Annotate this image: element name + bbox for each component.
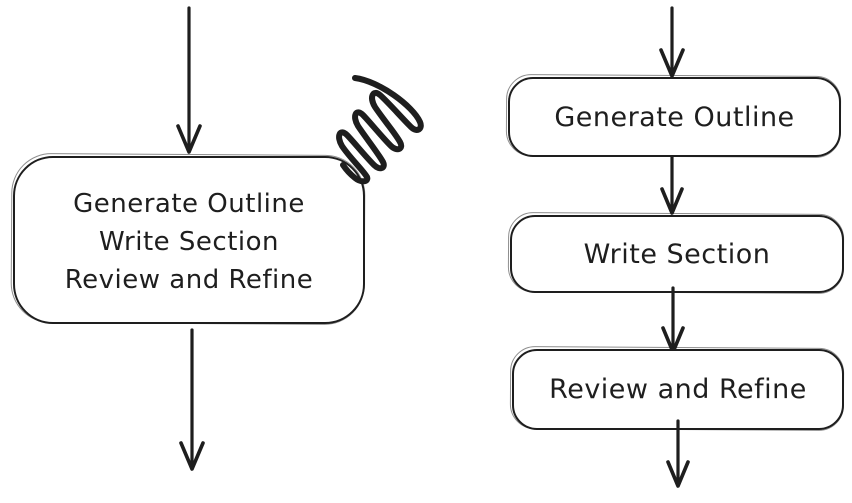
node-label-line: Generate Outline — [73, 189, 305, 219]
down-arrow-icon — [661, 286, 685, 354]
down-arrow-icon — [666, 419, 690, 488]
flow-node-combined: Generate Outline Write Section Review an… — [13, 156, 365, 324]
flow-node-write-section: Write Section — [510, 215, 844, 293]
flow-node-generate-outline: Generate Outline — [508, 77, 841, 157]
node-label-line: Write Section — [98, 227, 279, 257]
node-label-line: Review and Refine — [64, 265, 314, 295]
down-arrow-icon — [659, 6, 685, 78]
node-label: Review and Refine — [549, 374, 807, 405]
down-arrow-icon — [176, 6, 202, 154]
flow-node-review-refine: Review and Refine — [512, 349, 844, 430]
down-arrow-icon — [179, 328, 205, 471]
node-label: Generate Outline — [554, 101, 795, 133]
node-label: Write Section — [583, 238, 771, 270]
scribble-icon — [336, 75, 424, 185]
down-arrow-icon — [660, 155, 684, 215]
